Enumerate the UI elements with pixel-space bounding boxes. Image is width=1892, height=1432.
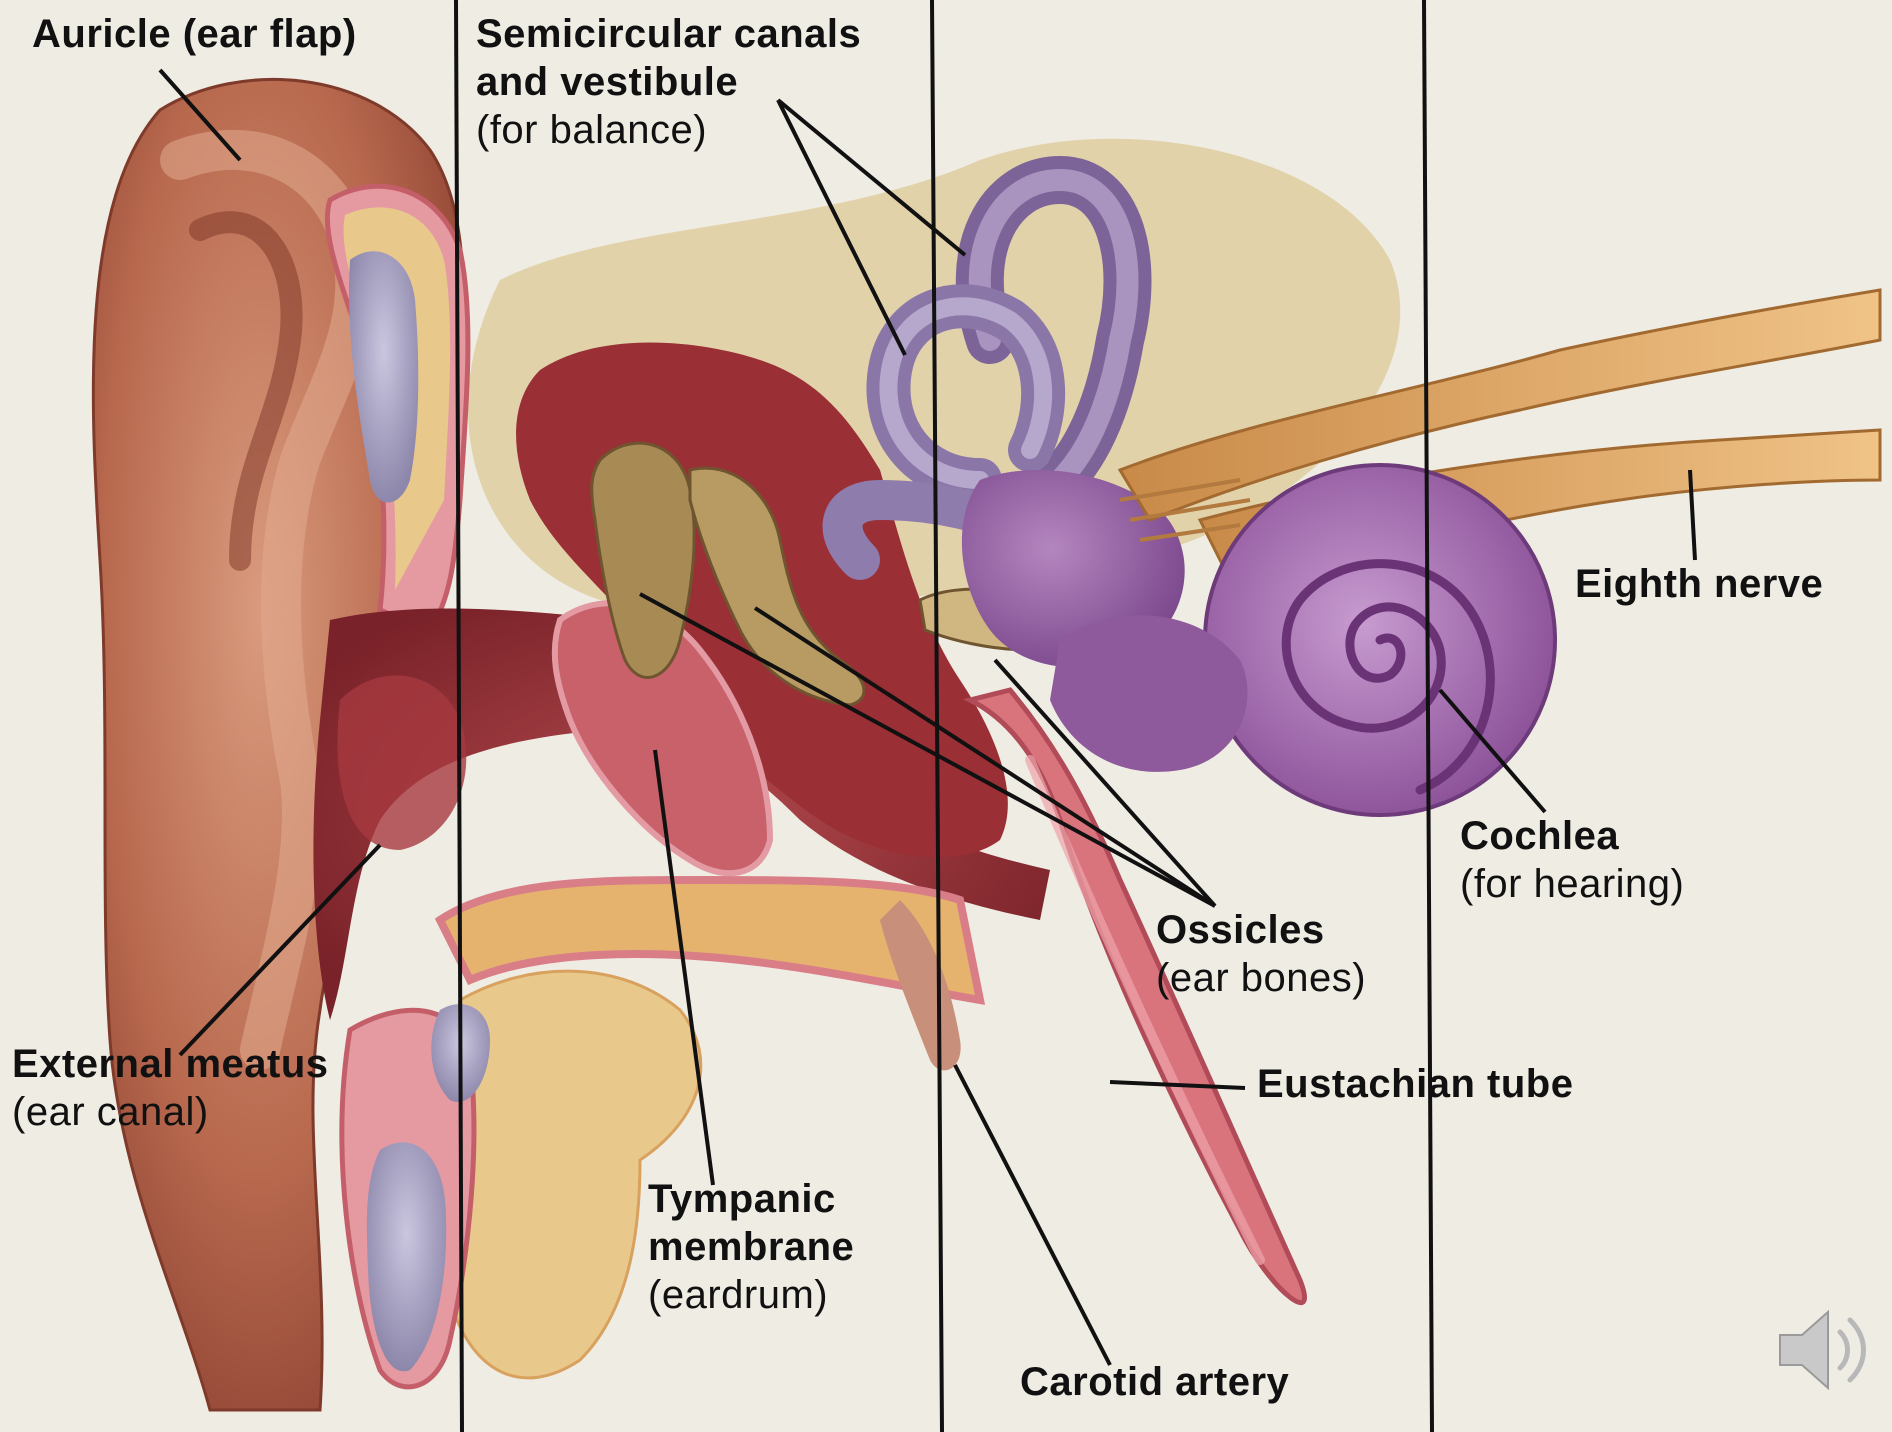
label-eustachian-tube: Eustachian tube — [1257, 1060, 1573, 1108]
canal-bulge — [338, 675, 467, 850]
label-external-meatus-title: External meatus — [12, 1040, 329, 1088]
label-semicircular-line2: and vestibule — [476, 58, 861, 106]
eustachian-tube-highlight — [1030, 760, 1260, 1260]
label-ossicles: Ossicles (ear bones) — [1156, 906, 1366, 1002]
label-auricle-text: Auricle (ear flap) — [32, 12, 357, 56]
label-carotid-artery: Carotid artery — [1020, 1358, 1289, 1406]
label-tympanic-line1: Tympanic — [648, 1175, 854, 1223]
label-tympanic-membrane: Tympanic membrane (eardrum) — [648, 1175, 854, 1319]
speaker-icon[interactable] — [1760, 1290, 1880, 1410]
label-eighth-nerve-text: Eighth nerve — [1575, 562, 1823, 606]
label-auricle: Auricle (ear flap) — [32, 10, 357, 58]
label-cochlea-title: Cochlea — [1460, 812, 1684, 860]
label-semicircular-line3: (for balance) — [476, 106, 861, 154]
label-tympanic-line3: (eardrum) — [648, 1271, 854, 1319]
label-eustachian-text: Eustachian tube — [1257, 1062, 1573, 1106]
label-external-meatus-sub: (ear canal) — [12, 1088, 329, 1136]
label-eighth-nerve: Eighth nerve — [1575, 560, 1823, 608]
label-cochlea-sub: (for hearing) — [1460, 860, 1684, 908]
leader-carotid — [955, 1065, 1110, 1365]
label-ossicles-title: Ossicles — [1156, 906, 1366, 954]
label-external-meatus: External meatus (ear canal) — [12, 1040, 329, 1136]
label-ossicles-sub: (ear bones) — [1156, 954, 1366, 1002]
label-semicircular-line1: Semicircular canals — [476, 10, 861, 58]
label-carotid-text: Carotid artery — [1020, 1360, 1289, 1404]
label-semicircular-canals: Semicircular canals and vestibule (for b… — [476, 10, 861, 154]
label-tympanic-line2: membrane — [648, 1223, 854, 1271]
label-cochlea: Cochlea (for hearing) — [1460, 812, 1684, 908]
